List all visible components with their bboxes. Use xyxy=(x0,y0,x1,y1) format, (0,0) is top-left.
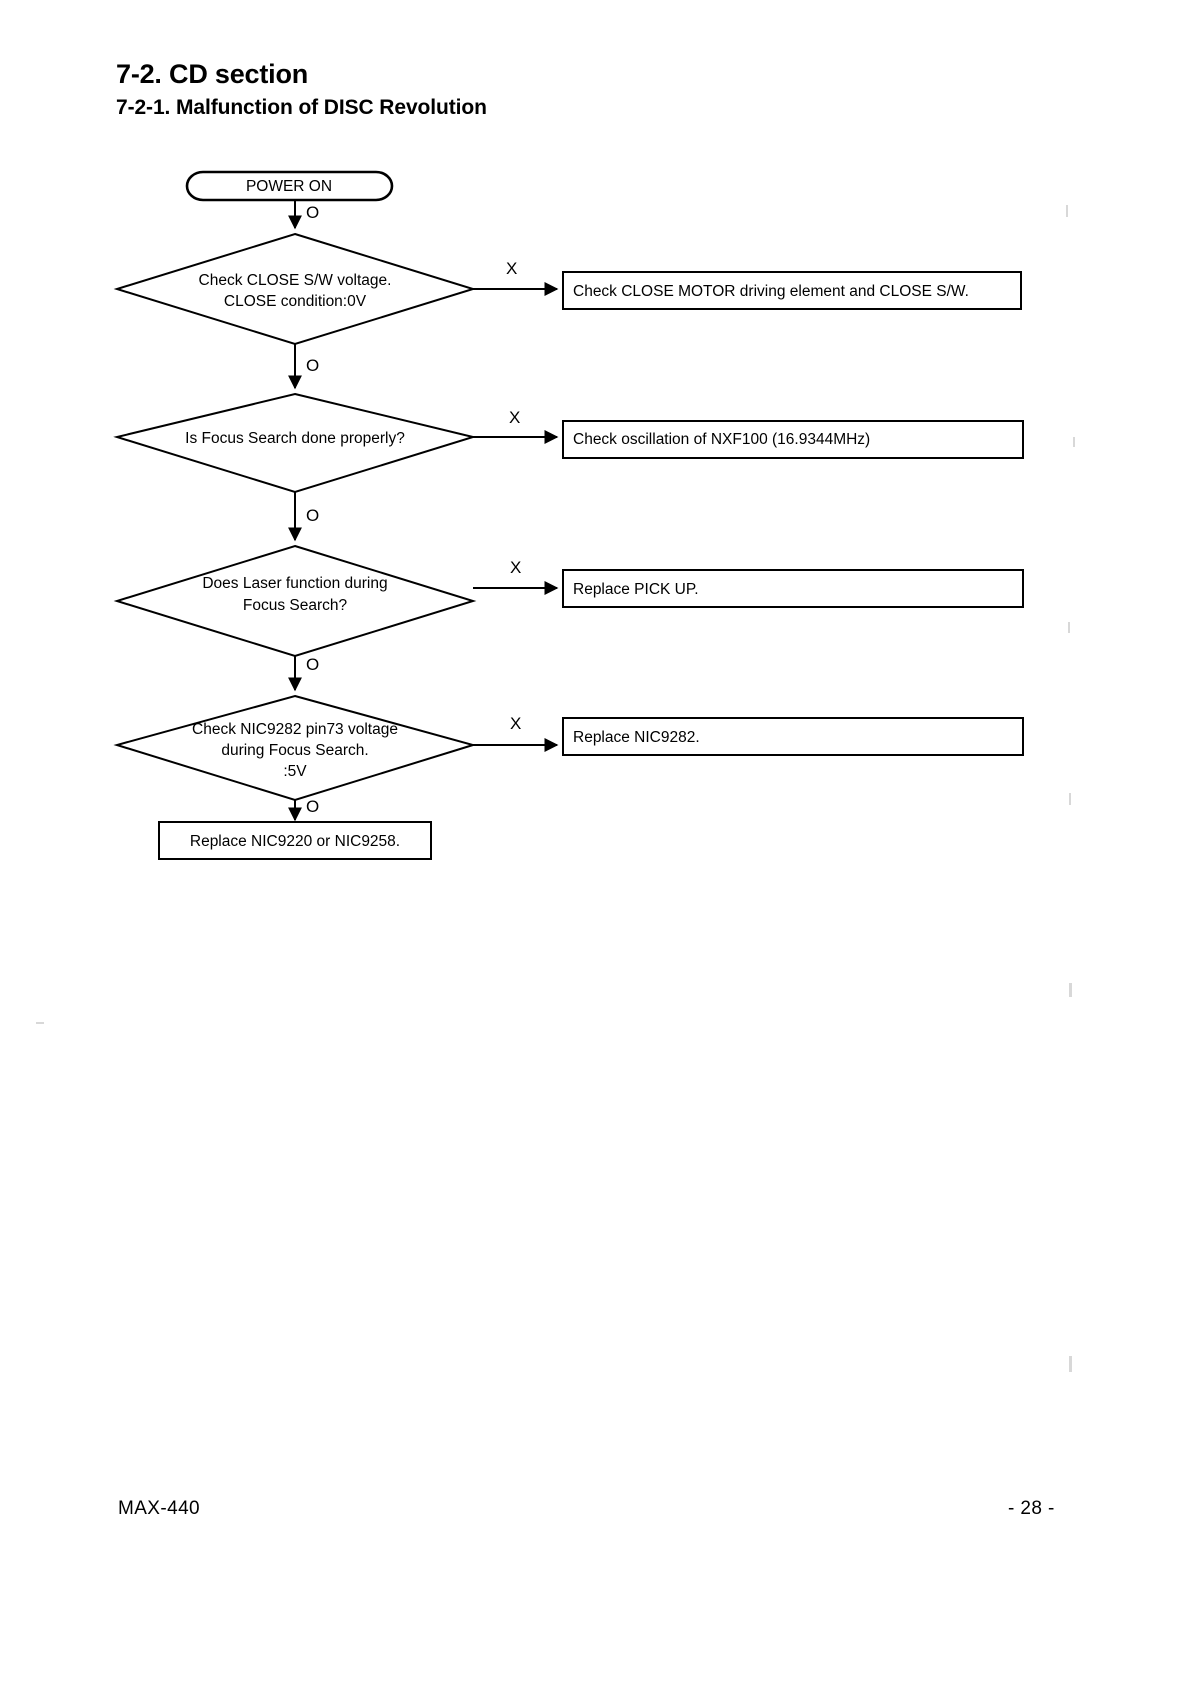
node-decision-3-line2: Focus Search? xyxy=(243,597,348,614)
branch-label-yes-4: O xyxy=(306,655,319,674)
scan-artifact xyxy=(1069,1356,1072,1372)
node-result-1: Check CLOSE MOTOR driving element and CL… xyxy=(562,271,1022,310)
node-result-3: Replace PICK UP. xyxy=(562,569,1024,608)
connector-decision-2-no: X xyxy=(473,408,559,444)
node-decision-4: Check NIC9282 pin73 voltage during Focus… xyxy=(113,694,477,802)
branch-label-no-1: X xyxy=(506,259,517,278)
scan-artifact xyxy=(1068,622,1070,633)
node-final-result: Replace NIC9220 or NIC9258. xyxy=(158,821,432,860)
branch-label-yes-1: O xyxy=(306,203,319,222)
node-decision-3: Does Laser function during Focus Search? xyxy=(113,544,477,658)
node-decision-4-line1: Check NIC9282 pin73 voltage xyxy=(192,721,398,738)
node-result-3-label: Replace PICK UP. xyxy=(573,581,699,598)
connector-decision-1-no: X xyxy=(473,259,559,296)
node-decision-3-line1: Does Laser function during xyxy=(202,575,387,592)
branch-label-yes-final: O xyxy=(306,797,319,816)
scan-artifact xyxy=(1069,983,1072,997)
connector-decision-2-to-3: O xyxy=(288,492,319,542)
page-subtitle: 7-2-1. Malfunction of DISC Revolution xyxy=(116,95,487,119)
connector-decision-3-to-4: O xyxy=(288,655,319,692)
footer-page-number: - 28 - xyxy=(1008,1498,1055,1519)
node-decision-2-line1: Is Focus Search done properly? xyxy=(185,430,405,447)
node-decision-2: Is Focus Search done properly? xyxy=(113,392,477,494)
node-result-2-label: Check oscillation of NXF100 (16.9344MHz) xyxy=(573,431,870,448)
branch-label-yes-3: O xyxy=(306,506,319,525)
scan-artifact xyxy=(1066,205,1068,217)
scan-artifact xyxy=(36,1022,44,1024)
node-result-2: Check oscillation of NXF100 (16.9344MHz) xyxy=(562,420,1024,459)
node-decision-1-line2: CLOSE condition:0V xyxy=(224,293,367,310)
footer-model-number: MAX-440 xyxy=(118,1498,201,1519)
connector-decision-3-no: X xyxy=(473,558,559,595)
branch-label-no-2: X xyxy=(509,408,520,427)
node-decision-4-line3: :5V xyxy=(283,763,307,780)
node-result-4-label: Replace NIC9282. xyxy=(573,729,700,746)
page-title: 7-2. CD section xyxy=(116,59,309,89)
node-decision-1: Check CLOSE S/W voltage. CLOSE condition… xyxy=(113,232,477,346)
scan-artifact xyxy=(1073,437,1075,447)
connector-decision-4-to-final: O xyxy=(288,797,319,822)
node-start-label: POWER ON xyxy=(246,178,332,195)
connector-decision-4-no: X xyxy=(473,714,559,752)
scan-artifact xyxy=(1069,793,1071,805)
node-result-1-label: Check CLOSE MOTOR driving element and CL… xyxy=(573,283,969,300)
connector-start-to-decision-1: O xyxy=(288,200,319,230)
branch-label-no-4: X xyxy=(510,714,521,733)
branch-label-yes-2: O xyxy=(306,356,319,375)
node-start-power-on: POWER ON xyxy=(185,170,394,202)
branch-label-no-3: X xyxy=(510,558,521,577)
node-result-4: Replace NIC9282. xyxy=(562,717,1024,756)
node-final-result-label: Replace NIC9220 or NIC9258. xyxy=(190,833,400,850)
connector-decision-1-to-2: O xyxy=(288,344,319,390)
node-decision-1-line1: Check CLOSE S/W voltage. xyxy=(199,272,392,289)
page-heading-block: 7-2. CD section 7-2-1. Malfunction of DI… xyxy=(116,59,1016,119)
node-decision-4-line2: during Focus Search. xyxy=(221,742,368,759)
